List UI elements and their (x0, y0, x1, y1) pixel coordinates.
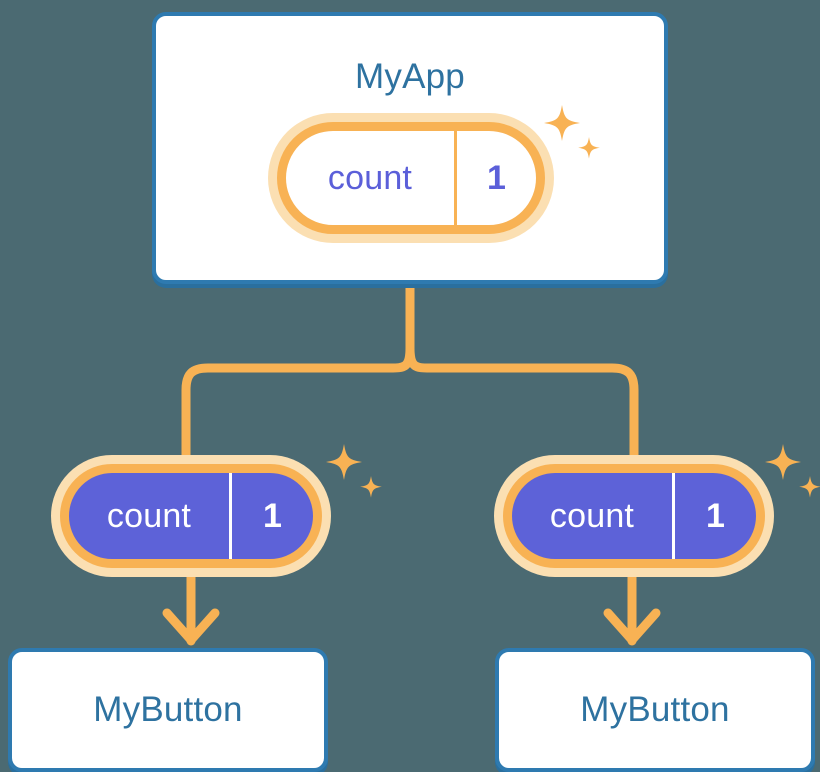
left-state-pill[interactable]: count 1 (60, 464, 322, 568)
state-value: 1 (487, 158, 506, 197)
state-pill-divider (454, 131, 457, 225)
right-state-pill[interactable]: count 1 (503, 464, 765, 568)
right-mybutton-card[interactable]: MyButton (495, 648, 815, 772)
state-value: 1 (706, 496, 725, 535)
state-pill-body: count 1 (503, 464, 765, 568)
myapp-title: MyApp (355, 57, 465, 96)
state-value: 1 (263, 496, 282, 535)
connector-root-split-left (181, 343, 415, 475)
state-key: count (327, 158, 413, 197)
myapp-state-pill[interactable]: count 1 (277, 122, 545, 234)
state-key: count (106, 496, 192, 535)
state-pill-body: count 1 (277, 122, 545, 234)
mybutton-title: MyButton (580, 690, 730, 729)
connector-right-arrow-head (603, 608, 661, 645)
left-mybutton-card[interactable]: MyButton (8, 648, 328, 772)
state-pill-divider (229, 473, 232, 559)
state-pill-body: count 1 (60, 464, 322, 568)
state-key: count (549, 496, 635, 535)
connector-root-split (405, 283, 639, 475)
connector-left-arrow-head (162, 608, 220, 645)
mybutton-title: MyButton (93, 690, 243, 729)
state-pill-divider (672, 473, 675, 559)
